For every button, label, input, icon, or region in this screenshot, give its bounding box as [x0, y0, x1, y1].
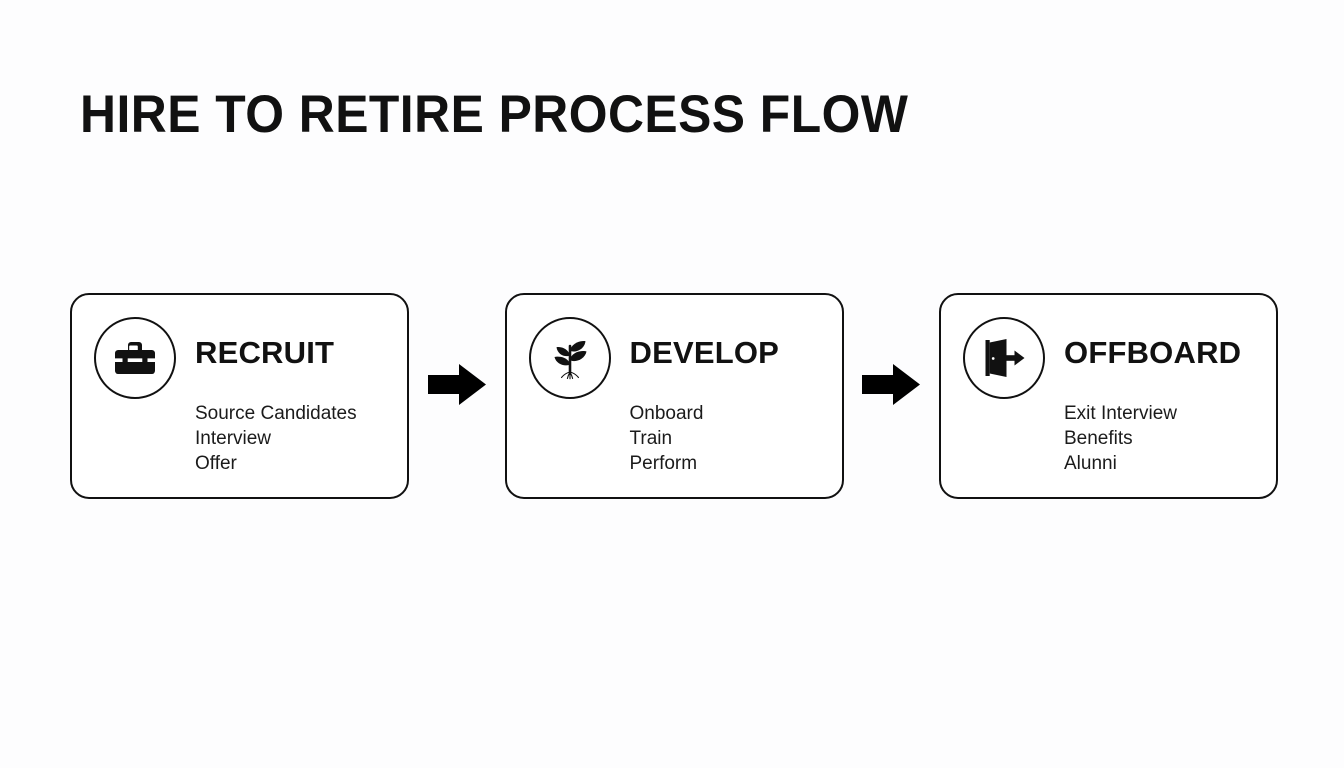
- briefcase-icon: [94, 317, 176, 399]
- stage-item: Interview: [195, 428, 272, 449]
- stage-title-recruit: RECRUIT: [195, 335, 335, 370]
- page-title: HIRE TO RETIRE PROCESS FLOW: [80, 85, 909, 144]
- arrow-right-icon: [426, 361, 488, 408]
- stage-item: Onboard: [629, 403, 704, 424]
- stage-items-develop: Onboard Train Perform: [630, 401, 704, 476]
- arrow-right-icon: [860, 361, 922, 408]
- stage-card-offboard[interactable]: OFFBOARD Exit Interview Benefits Alunni: [939, 293, 1278, 499]
- stage-item: Benefits: [1064, 428, 1133, 449]
- process-flow-diagram: RECRUIT Source Candidates Interview Offe…: [70, 293, 1278, 499]
- seedling-icon: [528, 317, 611, 399]
- stage-item: Alunni: [1064, 453, 1117, 474]
- stage-title-develop: DEVELOP: [629, 335, 780, 370]
- stage-title-offboard: OFFBOARD: [1064, 335, 1242, 370]
- stage-item: Perform: [629, 453, 698, 474]
- stage-item: Exit Interview: [1064, 403, 1177, 424]
- exit-door-icon: [963, 317, 1045, 399]
- stage-card-recruit[interactable]: RECRUIT Source Candidates Interview Offe…: [70, 293, 409, 499]
- stage-card-develop[interactable]: DEVELOP Onboard Train Perform: [504, 293, 844, 499]
- stage-item: Offer: [195, 453, 237, 474]
- stage-items-recruit: Source Candidates Interview Offer: [195, 401, 357, 476]
- stage-item: Source Candidates: [195, 403, 357, 424]
- stage-item: Train: [629, 428, 673, 449]
- stage-items-offboard: Exit Interview Benefits Alunni: [1064, 401, 1177, 476]
